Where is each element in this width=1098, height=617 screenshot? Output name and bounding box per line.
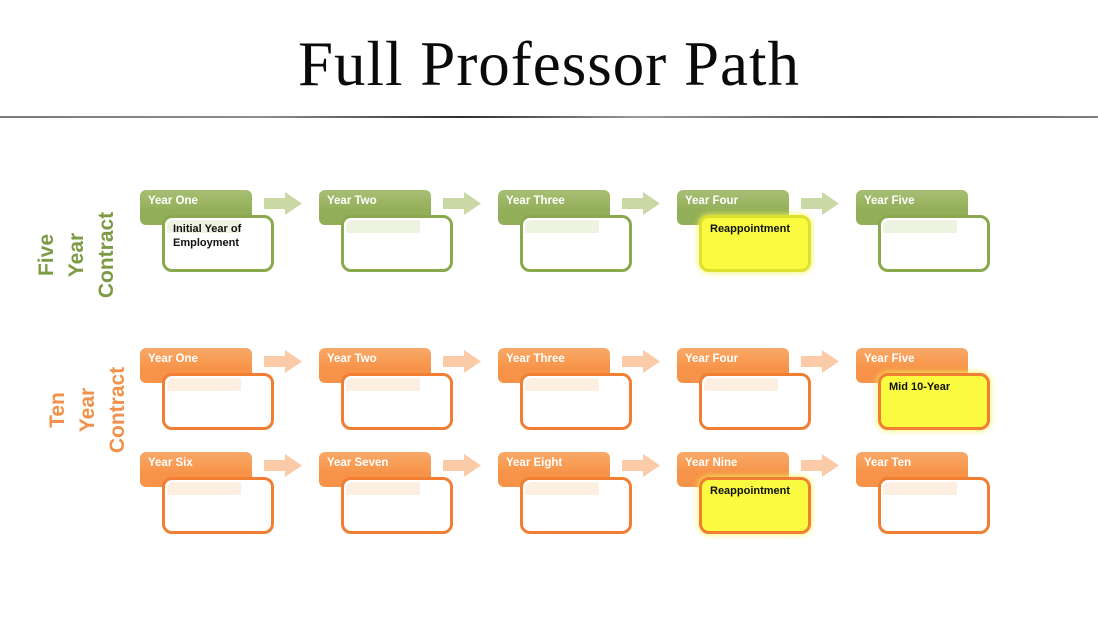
note-box xyxy=(341,215,453,272)
section-label-line: Year xyxy=(65,232,88,278)
gloss-highlight xyxy=(167,378,241,391)
year-tab: Year Six xyxy=(140,452,252,487)
arrow-right-icon xyxy=(264,192,302,215)
note-text: Reappointment xyxy=(710,223,791,235)
gloss-highlight xyxy=(704,378,778,391)
arrow-right-icon xyxy=(622,350,660,373)
year-tab-label: Year One xyxy=(148,195,198,207)
year-tab: Year One xyxy=(140,348,252,383)
gloss-highlight xyxy=(346,378,420,391)
section-label-ten-year-contract: Ten Year Contract xyxy=(43,350,133,470)
gloss-highlight xyxy=(525,378,599,391)
year-tab: Year Three xyxy=(498,190,610,225)
note-box xyxy=(520,477,632,534)
year-tab: Year Four xyxy=(677,348,789,383)
page-title: Full Professor Path xyxy=(297,29,801,99)
note-text: Initial Year of Employment xyxy=(173,223,242,249)
year-tab-label: Year Eight xyxy=(506,457,563,469)
note-text: Reappointment xyxy=(710,485,791,497)
gloss-highlight xyxy=(346,482,420,495)
year-tab: Year Five xyxy=(856,190,968,225)
year-unit: Year Eight xyxy=(498,452,661,536)
arrow-right-icon xyxy=(443,192,481,215)
arrow-right-icon xyxy=(622,192,660,215)
note-box xyxy=(162,477,274,534)
year-tab-label: Year Three xyxy=(506,353,565,365)
gloss-highlight xyxy=(346,220,420,233)
year-unit: Year Two xyxy=(319,190,482,274)
arrow-right-icon xyxy=(264,454,302,477)
gloss-highlight xyxy=(167,220,241,233)
note-box: Reappointment xyxy=(699,477,811,534)
year-unit: Year Five xyxy=(856,190,1019,274)
year-tab-label: Year Four xyxy=(685,195,739,207)
year-tab: Year Five xyxy=(856,348,968,383)
gloss-highlight xyxy=(883,220,957,233)
note-box xyxy=(341,477,453,534)
note-box xyxy=(341,373,453,430)
arrow-right-icon xyxy=(801,192,839,215)
year-tab: Year Four xyxy=(677,190,789,225)
year-tab-label: Year Ten xyxy=(864,457,912,469)
arrow-right-icon xyxy=(443,454,481,477)
year-tab-label: Year Nine xyxy=(685,457,738,469)
note-box xyxy=(878,477,990,534)
title-divider xyxy=(0,116,1098,118)
year-tab: Year Two xyxy=(319,348,431,383)
year-tab: Year Nine xyxy=(677,452,789,487)
year-tab-label: Year One xyxy=(148,353,198,365)
note-box xyxy=(878,215,990,272)
year-unit: Year Three xyxy=(498,190,661,274)
arrow-right-icon xyxy=(801,454,839,477)
year-tab-label: Year Five xyxy=(864,353,915,365)
arrow-right-icon xyxy=(443,350,481,373)
section-label-line: Ten xyxy=(46,392,69,428)
note-box xyxy=(520,215,632,272)
year-unit: Year One xyxy=(140,348,303,432)
year-tab-label: Year Three xyxy=(506,195,565,207)
arrow-right-icon xyxy=(264,350,302,373)
year-tab-label: Year Two xyxy=(327,353,377,365)
year-unit: Year Three xyxy=(498,348,661,432)
gloss-highlight xyxy=(883,482,957,495)
year-tab-label: Year Two xyxy=(327,195,377,207)
note-box: Reappointment xyxy=(699,215,811,272)
note-box xyxy=(699,373,811,430)
note-box: Initial Year of Employment xyxy=(162,215,274,272)
year-tab: Year Ten xyxy=(856,452,968,487)
section-label-line: Contract xyxy=(106,366,129,454)
year-tab: Year One xyxy=(140,190,252,225)
year-unit: Year Ten xyxy=(856,452,1019,536)
year-unit: Year Six xyxy=(140,452,303,536)
note-box xyxy=(520,373,632,430)
year-tab: Year Seven xyxy=(319,452,431,487)
note-text: Mid 10-Year xyxy=(889,381,951,393)
year-unit: Year Two xyxy=(319,348,482,432)
year-unit: Year Seven xyxy=(319,452,482,536)
year-tab-label: Year Five xyxy=(864,195,915,207)
arrow-right-icon xyxy=(622,454,660,477)
note-box: Mid 10-Year xyxy=(878,373,990,430)
year-tab-label: Year Four xyxy=(685,353,739,365)
gloss-highlight xyxy=(525,482,599,495)
section-label-line: Contract xyxy=(95,211,118,299)
year-tab: Year Eight xyxy=(498,452,610,487)
year-tab-label: Year Seven xyxy=(327,457,389,469)
section-label-five-year-contract: Five Year Contract xyxy=(32,195,122,315)
section-label-line: Five xyxy=(35,233,58,277)
gloss-highlight xyxy=(167,482,241,495)
year-tab-label: Year Six xyxy=(148,457,193,469)
note-box xyxy=(162,373,274,430)
gloss-highlight xyxy=(525,220,599,233)
section-label-line: Year xyxy=(76,387,99,433)
year-unit: Year Four xyxy=(677,348,840,432)
arrow-right-icon xyxy=(801,350,839,373)
year-tab: Year Three xyxy=(498,348,610,383)
year-tab: Year Two xyxy=(319,190,431,225)
